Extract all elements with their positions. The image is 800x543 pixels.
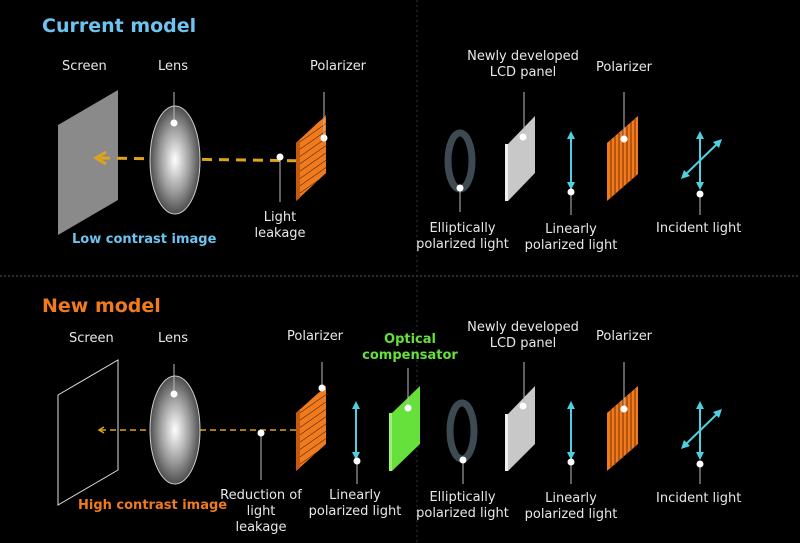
right-polarizer-label: Polarizer bbox=[596, 60, 653, 75]
lcd-panel-label: Newly developed LCD panel bbox=[467, 320, 579, 351]
lcd-panel-label: Newly developed LCD panel bbox=[467, 49, 579, 80]
new-model-diagram bbox=[57, 359, 722, 506]
lens bbox=[149, 105, 201, 215]
lcd-panel bbox=[508, 386, 535, 471]
lens-label: Lens bbox=[158, 59, 189, 74]
screen-label: Screen bbox=[62, 59, 107, 74]
screen-outline bbox=[57, 359, 119, 506]
polarizer bbox=[296, 115, 326, 201]
current-model-diagram bbox=[58, 90, 722, 235]
screen-label: Screen bbox=[69, 331, 114, 346]
elliptical-label: Elliptically polarized light bbox=[416, 221, 509, 252]
high-contrast-caption: High contrast image bbox=[78, 498, 228, 513]
linear-label: Linearly polarized light bbox=[524, 222, 618, 253]
compensator-label: Optical compensator bbox=[362, 332, 458, 363]
polarizer-label: Polarizer bbox=[310, 59, 367, 74]
incident-light-label: Incident light bbox=[656, 221, 742, 236]
right-polarizer-label: Polarizer bbox=[596, 329, 653, 344]
lens-label: Lens bbox=[158, 331, 189, 346]
elliptical-ring bbox=[444, 129, 476, 193]
screen-panel bbox=[58, 90, 118, 235]
new-model-title: New model bbox=[42, 295, 161, 317]
reduction-label: Reduction of light leakage bbox=[220, 488, 302, 535]
linear-label: Linearly polarized light bbox=[524, 491, 618, 522]
elliptical-ring bbox=[446, 399, 478, 463]
polarizer bbox=[296, 386, 326, 471]
optical-compensator bbox=[392, 386, 420, 471]
arrowhead-icon bbox=[93, 150, 107, 166]
incident-light-label: Incident light bbox=[656, 491, 742, 506]
polarizer-label: Polarizer bbox=[287, 329, 344, 344]
low-contrast-caption: Low contrast image bbox=[72, 232, 217, 247]
linear-left-label: Linearly polarized light bbox=[308, 488, 402, 519]
light-path bbox=[99, 156, 315, 163]
lcd-panel bbox=[508, 116, 535, 201]
light-leakage-label: Light leakage bbox=[254, 210, 306, 241]
elliptical-label: Elliptically polarized light bbox=[416, 490, 509, 521]
lens bbox=[149, 375, 201, 485]
current-model-title: Current model bbox=[42, 15, 197, 37]
